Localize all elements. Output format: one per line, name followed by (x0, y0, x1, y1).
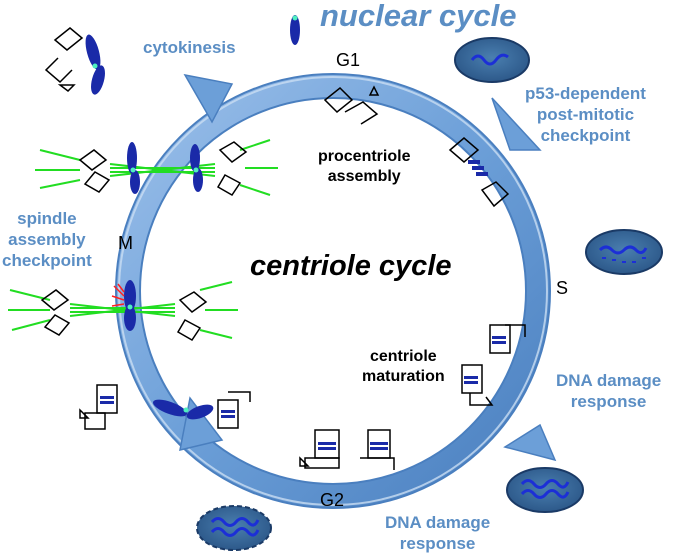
bottom-chromosome (152, 399, 214, 420)
phase-g1-label: G1 (336, 50, 361, 70)
cytokinesis-chromosome (85, 34, 105, 95)
p53-line-2: post-mitotic (536, 105, 635, 124)
dna-bottom-line-1: DNA damage (385, 513, 491, 532)
dna-right-line-1: DNA damage (556, 371, 662, 390)
centriole-cycle-title: centriole cycle (250, 250, 452, 282)
phase-m-label: M (118, 233, 133, 253)
dna-damage-right-label: DNA damage response (556, 370, 661, 412)
arrowhead-right-lower (503, 423, 557, 462)
spindle-upper (35, 139, 278, 196)
nucleus-g1 (454, 37, 530, 83)
spindle-checkpoint-label: spindle assembly checkpoint (2, 208, 92, 271)
procentriole-assembly-label: procentriole assembly (318, 147, 410, 187)
arrowhead-top-right (491, 97, 542, 151)
centriole-maturation-label: centriole maturation (362, 347, 445, 387)
nuclear-cycle-title: nuclear cycle (320, 0, 517, 33)
top-chromosome (290, 15, 300, 45)
procentriole-line-2: assembly (327, 168, 401, 185)
nucleus-dna-damage-bottom (196, 505, 272, 551)
cytokinesis-centriole (44, 27, 84, 92)
nucleus-s (585, 229, 663, 275)
g2-centrioles (299, 429, 395, 470)
phase-g2-label: G2 (320, 490, 345, 510)
maturation-centriole (461, 324, 526, 406)
procentriole-centriole (448, 137, 510, 208)
procentriole-line-1: procentriole (318, 148, 411, 165)
phase-s-label: S (556, 278, 569, 298)
p53-line-1: p53-dependent (525, 84, 646, 103)
dna-bottom-line-2: response (399, 534, 476, 553)
cytokinesis-label: cytokinesis (143, 38, 236, 57)
p53-checkpoint-label: p53-dependent post-mitotic checkpoint (525, 83, 646, 146)
spindle-line-3: checkpoint (2, 251, 92, 270)
dna-right-line-2: response (570, 392, 647, 411)
g1-centriole (323, 85, 380, 125)
spindle-lower (8, 280, 238, 341)
dna-damage-bottom-label: DNA damage response (385, 512, 490, 554)
arrowhead-top-left (183, 73, 234, 124)
spindle-line-1: spindle (17, 209, 77, 228)
maturation-line-1: centriole (369, 348, 437, 365)
bottom-left-centrioles (79, 384, 251, 430)
p53-line-3: checkpoint (540, 126, 631, 145)
nucleus-dna-damage-right (506, 467, 584, 513)
maturation-line-2: maturation (362, 368, 445, 385)
spindle-line-2: assembly (8, 230, 86, 249)
